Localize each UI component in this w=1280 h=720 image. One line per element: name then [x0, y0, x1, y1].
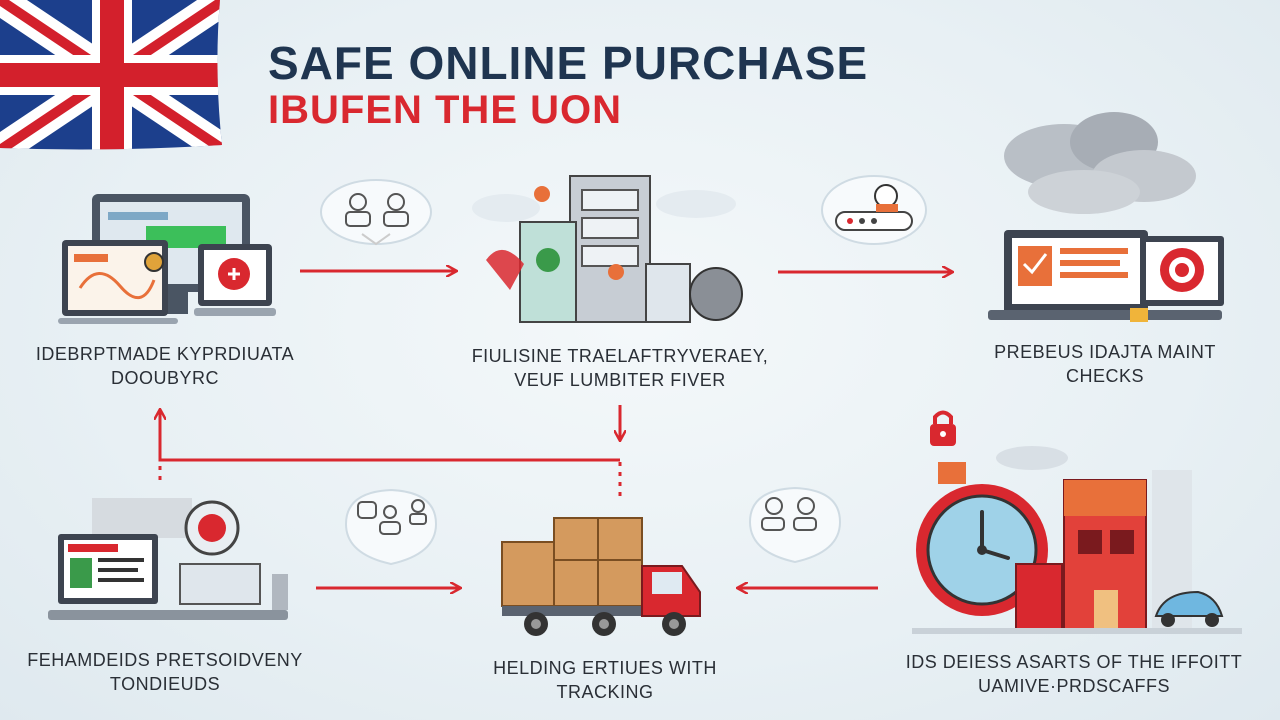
node-3-line-2: CHECKS: [1065, 366, 1144, 386]
page-subtitle: IBUFEN THE UON: [268, 88, 622, 132]
arrow-loop-to-node1: [160, 410, 620, 462]
node-5-label: HELDING ERTIUES WITH TRACKING: [460, 656, 750, 704]
node-1-line-2: DOOUBYRC: [110, 368, 219, 388]
union-jack-flag-icon: [0, 0, 224, 150]
padlock-icon: [930, 410, 956, 446]
computer-globe-icon: [48, 498, 288, 620]
node-1-line-1: IDEBRPTMADE KYPRDIUATA: [35, 344, 295, 364]
node-5-line-1: HELDING ERTIUES WITH: [493, 658, 717, 678]
node-5-line-2: TRACKING: [556, 682, 654, 702]
node-4-line-2: TONDIEUDS: [109, 674, 221, 694]
user-group-badge-icon: [320, 179, 432, 246]
node-6-line-1: IDS DEIESS ASARTS OF THE IFFOITT: [905, 652, 1243, 672]
node-2-label: FIULISINE TRAELAFTRYVERAEY, VEUF LUMBITE…: [450, 344, 790, 392]
user-group-badge-icon-3: [748, 486, 842, 564]
laptop-target-icon: [988, 112, 1224, 322]
node-2-line-2: VEUF LUMBITER FIVER: [514, 370, 726, 390]
node-3-label: PREBEUS IDAJTA MAINT CHECKS: [960, 340, 1250, 388]
user-group-badge-icon-2: [344, 488, 438, 566]
laptop-monitor-icon: [58, 194, 276, 324]
node-2-line-1: FIULISINE TRAELAFTRYVERAEY,: [471, 346, 769, 366]
node-4-label: FEHAMDEIDS PRETSOIDVENY TONDIEUDS: [20, 648, 310, 696]
node-6-label: IDS DEIESS ASARTS OF THE IFFOITT UAMIVE·…: [884, 650, 1264, 698]
node-6-line-2: UAMIVE·PRDSCAFFS: [977, 676, 1171, 696]
security-key-icon: [821, 175, 927, 245]
node-1-label: IDEBRPTMADE KYPRDIUATA DOOUBYRC: [20, 342, 310, 390]
node-3-line-1: PREBEUS IDAJTA MAINT: [994, 342, 1216, 362]
server-pharmacy-icon: [472, 175, 743, 323]
delivery-truck-icon: [501, 517, 701, 636]
page-title: SAFE ONLINE PURCHASE: [268, 37, 869, 89]
clock-building-icon: [912, 446, 1242, 634]
node-4-line-1: FEHAMDEIDS PRETSOIDVENY: [27, 650, 303, 670]
